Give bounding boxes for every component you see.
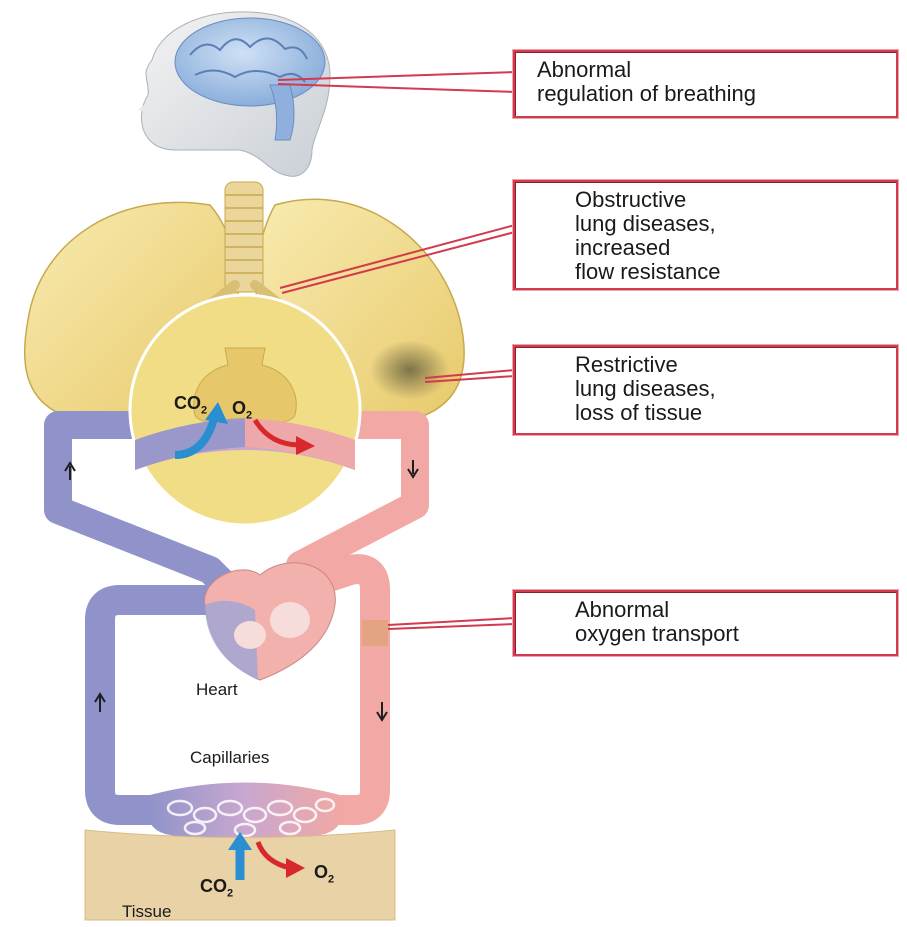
tissue-label: Tissue [122, 902, 171, 922]
o2-tissue-label: O2 [314, 862, 334, 886]
capillaries-label: Capillaries [190, 748, 269, 768]
o2-lung-label: O2 [232, 398, 252, 422]
callout-restrictive: Restrictive lung diseases, loss of tissu… [513, 345, 898, 435]
callout-obstructive: Obstructive lung diseases, increased flo… [513, 180, 898, 290]
callout-abnormal-regulation: Abnormal regulation of breathing [513, 50, 898, 118]
heart-label: Heart [196, 680, 238, 700]
heart-illustration [205, 563, 336, 680]
co2-tissue-label: CO2 [200, 876, 233, 900]
co2-lung-label: CO2 [174, 393, 207, 417]
head-brain-illustration [138, 12, 330, 176]
callout-oxygen-transport: Abnormal oxygen transport [513, 590, 898, 656]
capillary-bed [148, 783, 343, 843]
